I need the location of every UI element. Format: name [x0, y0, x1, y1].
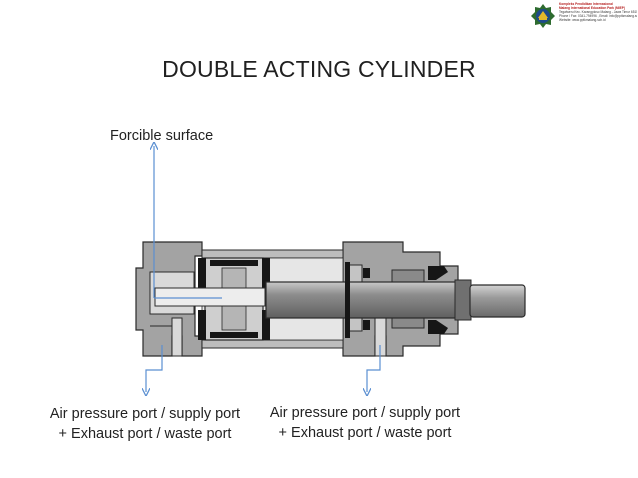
forcible-surface-label: Forcible surface — [110, 128, 214, 144]
logo-text: Kompleks Pendidikan Internasional Malang… — [559, 2, 637, 22]
logo-line: Phone / Fax: 0341-794996 , Email: info@p… — [559, 14, 637, 18]
left-port-label-line2: + Exhaust port / waste port — [58, 426, 232, 442]
logo-line: Kompleks Pendidikan Internasional — [559, 2, 613, 6]
logo-line: Website: www.pptkmalang.sch.id — [559, 18, 606, 22]
logo-line: Tegalweru Kec. Karangploso Malang - Jawa… — [559, 10, 637, 14]
rod-seal — [345, 262, 448, 338]
right-port-label-line1: Air pressure port / supply port — [269, 405, 461, 421]
slide-title: DOUBLE ACTING CYLINDER — [162, 56, 476, 82]
left-port-label-line1: Air pressure port / supply port — [49, 406, 241, 422]
logo-line: Malang International Education Park (MIE… — [559, 6, 625, 10]
school-emblem-icon — [531, 4, 555, 28]
left-port-label: Air pressure port / supply port + Exhaus… — [38, 404, 252, 444]
left-port-arrow — [146, 345, 163, 392]
piston-rod — [154, 279, 526, 321]
right-port-label-line2: + Exhaust port / waste port — [278, 425, 452, 441]
forcible-surface-arrow — [154, 146, 222, 299]
right-port-label: Air pressure port / supply port + Exhaus… — [258, 403, 472, 443]
logo: Kompleks Pendidikan Internasional Malang… — [530, 2, 637, 32]
right-port-arrow — [367, 345, 381, 392]
